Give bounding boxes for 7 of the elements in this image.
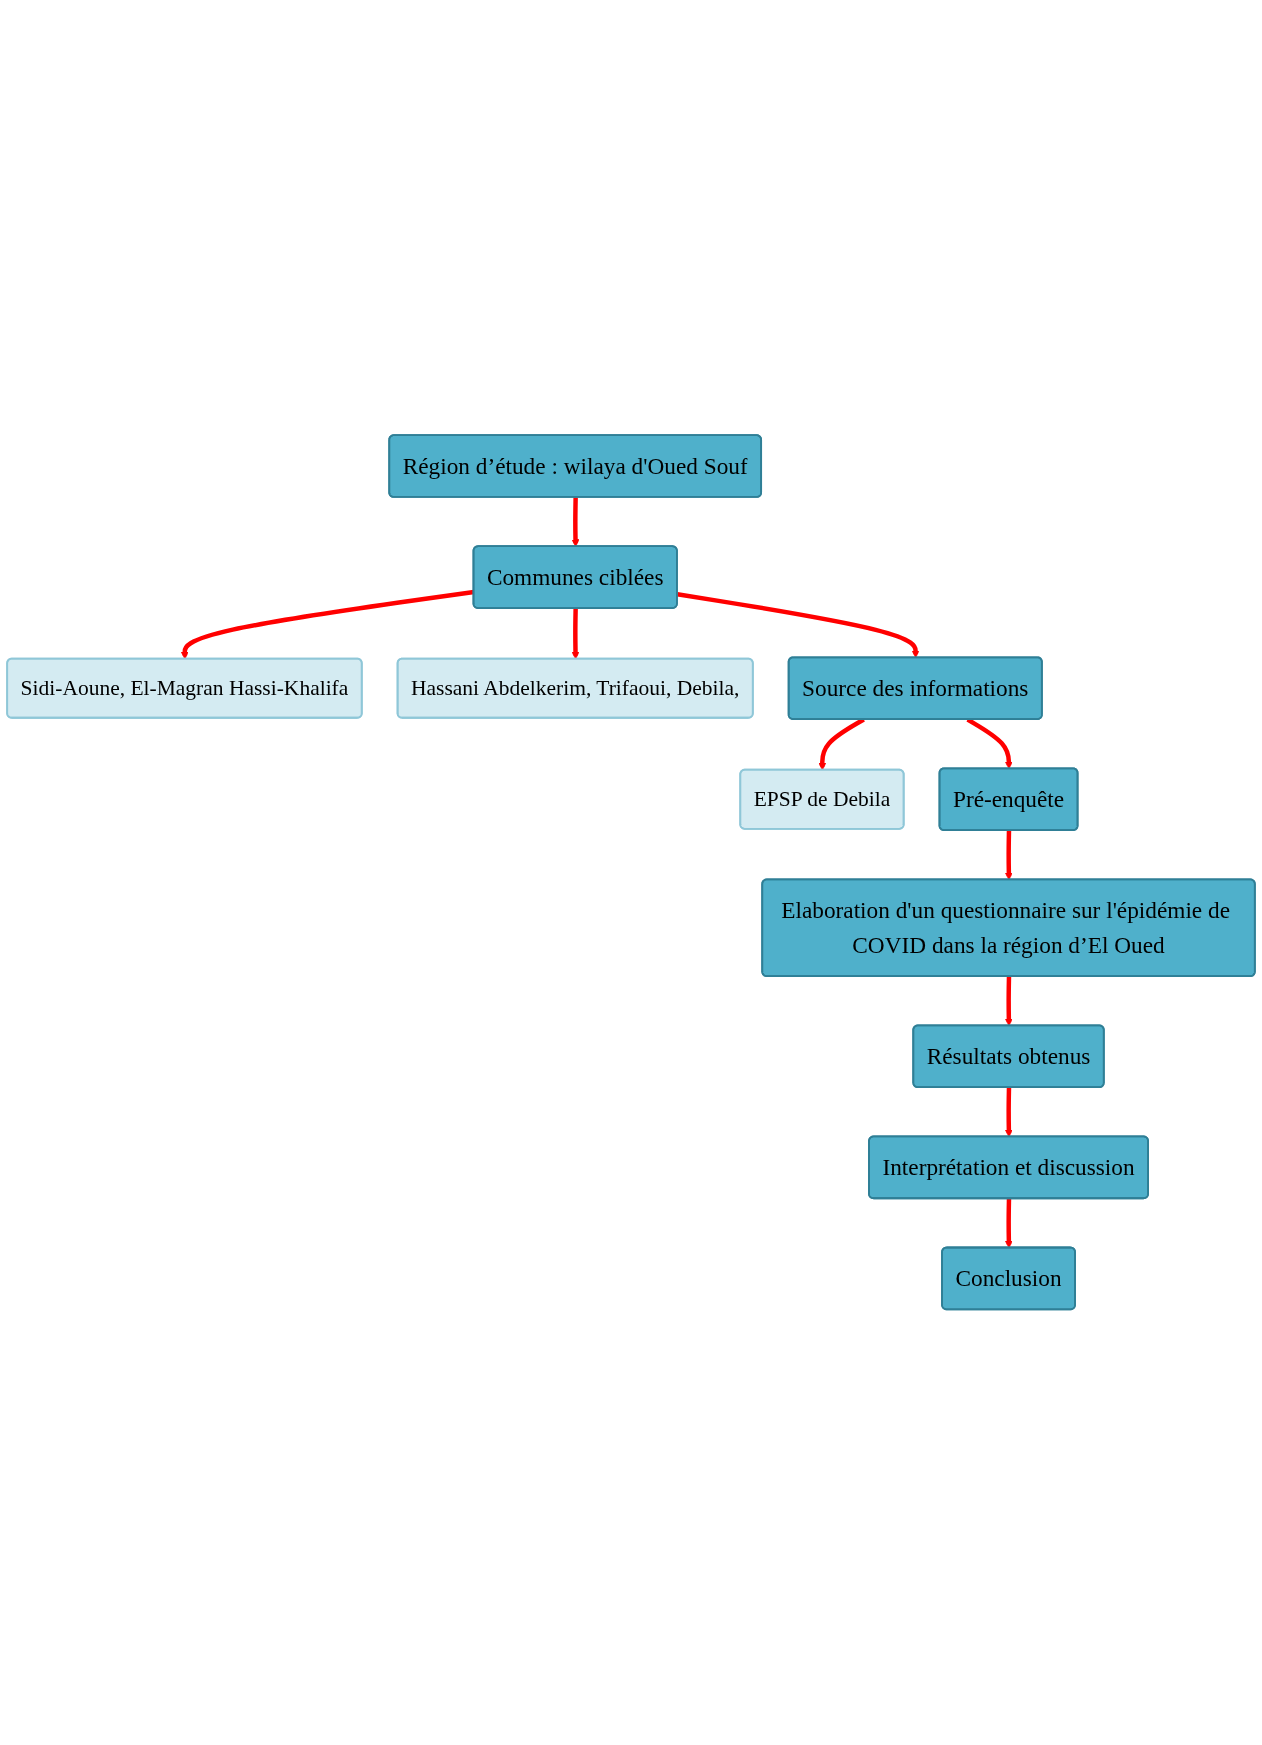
arrow bbox=[571, 608, 580, 660]
arrow bbox=[571, 497, 580, 548]
arrow bbox=[677, 592, 920, 659]
arrow bbox=[1004, 830, 1013, 881]
arrow bbox=[1004, 1087, 1013, 1138]
arrow bbox=[1004, 976, 1013, 1027]
arrow bbox=[1004, 1198, 1013, 1249]
